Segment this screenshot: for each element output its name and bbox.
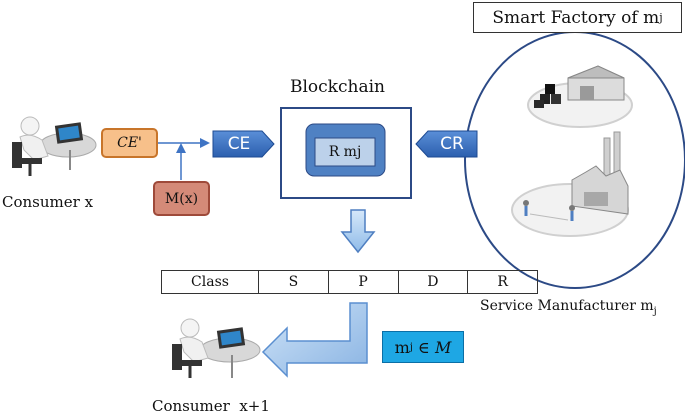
rmj-inner (314, 137, 376, 167)
table-header-s: S (258, 270, 329, 294)
classification-table: Class S P D R (161, 270, 538, 294)
ce-arrow (212, 130, 275, 158)
cr-arrow (415, 130, 478, 158)
consumer-x-label: Consumer x (2, 193, 94, 211)
consumer-x-icon (12, 116, 97, 176)
membership-m: m (394, 337, 410, 357)
smart-factory-ellipse (464, 31, 685, 289)
factory-plant-icon (511, 131, 629, 237)
service-manufacturer-sub: j (653, 305, 657, 317)
mx-box: M(x) (153, 181, 210, 216)
ce-prime-box: CE' (101, 128, 158, 158)
table-header-d: D (397, 270, 469, 294)
factory-warehouse-icon (527, 65, 633, 128)
table-header-p: P (327, 270, 399, 294)
down-arrow (340, 209, 376, 254)
cr-label: CR (440, 134, 464, 154)
consumer-x1-label: Consumer x+1 (152, 397, 270, 415)
mx-arrowhead (176, 143, 186, 153)
membership-sub: j (409, 341, 413, 353)
table-header-class: Class (161, 270, 259, 294)
membership-set: M (434, 337, 452, 357)
return-arrow (261, 302, 368, 378)
consumer-x1-icon (172, 318, 261, 378)
smart-factory-title-sub: j (659, 11, 663, 24)
table-row: Class S P D R (161, 270, 538, 294)
service-manufacturer-label: Service Manufacturer mj (480, 298, 657, 317)
membership-symbol: ∈ (418, 337, 430, 357)
smart-factory-title: Smart Factory of m (492, 7, 660, 28)
ce-label: CE (227, 134, 251, 154)
ce-prime-arrowhead (200, 138, 210, 148)
table-header-r: R (467, 270, 538, 294)
blockchain-label: Blockchain (290, 77, 385, 97)
service-manufacturer-text: Service Manufacturer m (480, 298, 654, 314)
rmj-label: R mj (328, 144, 362, 160)
